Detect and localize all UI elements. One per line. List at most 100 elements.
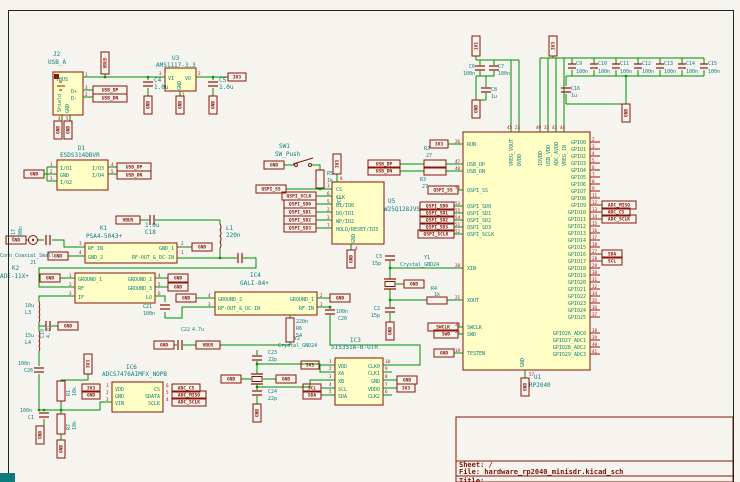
pin-number: 38: [592, 328, 598, 333]
net-label-usb_dn[interactable]: [116, 170, 152, 180]
net-label-gnd[interactable]: [621, 103, 631, 123]
net-label-gnd[interactable]: [63, 120, 73, 140]
net-label-adc_miso[interactable]: [171, 390, 207, 400]
component-adc-adcs7476[interactable]: [111, 381, 164, 413]
net-label-qspi_sclk[interactable]: [417, 229, 455, 239]
resistor[interactable]: [426, 296, 448, 305]
pin-number: 18: [592, 242, 598, 247]
net-label-gnd[interactable]: [433, 348, 455, 358]
net-label-gnd[interactable]: [47, 251, 69, 261]
net-label-3v3[interactable]: [227, 72, 247, 82]
component-flash-w25q128[interactable]: [331, 181, 385, 245]
capacitor-value: 100n: [620, 69, 632, 75]
net-label-text: SWD: [442, 332, 451, 338]
net-label-usb_dp[interactable]: [367, 159, 401, 169]
net-label-gnd[interactable]: [153, 340, 175, 350]
net-label-qspi_sd1[interactable]: [419, 208, 455, 218]
net-label-3v3[interactable]: [396, 383, 416, 393]
schematic-text: VDD: [115, 387, 124, 393]
resistor[interactable]: [285, 317, 295, 343]
net-label-adc_miso[interactable]: [601, 200, 637, 210]
net-label-text: GND: [349, 255, 355, 264]
net-label-gnd[interactable]: [346, 249, 356, 269]
net-label-gnd[interactable]: [191, 242, 213, 252]
net-label-gnd[interactable]: [220, 374, 242, 384]
net-label-adc_sclk[interactable]: [601, 214, 637, 224]
net-label-qspi_sd3[interactable]: [283, 223, 317, 233]
component-amp-gali-84[interactable]: [214, 291, 318, 316]
coax-connector[interactable]: [28, 235, 38, 245]
net-label-gnd[interactable]: [175, 293, 197, 303]
net-label-gnd[interactable]: [35, 425, 45, 445]
net-label-gnd[interactable]: [385, 321, 395, 341]
component-esd-array[interactable]: [56, 159, 109, 191]
resistor[interactable]: [56, 380, 66, 402]
net-label-gnd[interactable]: [208, 95, 218, 115]
net-label-gnd[interactable]: [5, 235, 27, 245]
net-label-3v3[interactable]: [332, 153, 342, 175]
net-label-gnd[interactable]: [263, 160, 285, 170]
net-label-vbus[interactable]: [115, 215, 141, 225]
switch[interactable]: [308, 163, 312, 167]
inductor[interactable]: [38, 330, 41, 352]
net-label-sda[interactable]: [302, 390, 322, 400]
net-label-qspi_sd3[interactable]: [419, 222, 455, 232]
net-label-qspi_ss[interactable]: [255, 184, 287, 194]
net-label-gnd[interactable]: [39, 273, 61, 283]
net-label-gnd[interactable]: [23, 169, 45, 179]
net-label-gnd[interactable]: [81, 390, 101, 400]
net-label-gnd[interactable]: [520, 377, 530, 397]
net-label-gnd[interactable]: [56, 439, 66, 459]
net-label-sda[interactable]: [601, 249, 623, 259]
component-lna-psa4-5043[interactable]: [84, 242, 178, 264]
net-label-adc_cs[interactable]: [601, 207, 631, 217]
net-label-gnd[interactable]: [143, 95, 153, 115]
schematic-text: CS: [154, 387, 160, 393]
net-label-3v3[interactable]: [429, 139, 449, 149]
net-label-usb_dn[interactable]: [92, 93, 128, 103]
net-label-adc_cs[interactable]: [171, 383, 201, 393]
net-label-3v3[interactable]: [300, 360, 320, 370]
net-label-adc_sclk[interactable]: [171, 397, 207, 407]
net-label-gnd[interactable]: [167, 273, 189, 283]
component-usb-a-connector[interactable]: [52, 71, 84, 116]
net-label-text: QSPI_SD3: [426, 225, 448, 231]
resistor[interactable]: [423, 159, 447, 168]
schematic-text: GROUND_1: [78, 277, 102, 283]
net-label-gnd[interactable]: [329, 293, 351, 303]
net-label-vbus[interactable]: [195, 340, 221, 350]
net-label-qspi_sd2[interactable]: [419, 215, 455, 225]
net-label-swd[interactable]: [433, 329, 459, 339]
component-clockgen-si5351[interactable]: [334, 357, 384, 406]
net-label-usb_dn[interactable]: [367, 166, 401, 176]
schematic-text: GND: [177, 81, 183, 90]
net-label-gnd[interactable]: [252, 403, 262, 423]
net-label-gnd[interactable]: [57, 321, 79, 331]
component-mixer-ade-11x[interactable]: [74, 272, 156, 304]
inductor[interactable]: [219, 223, 222, 249]
net-label-gnd[interactable]: [471, 99, 481, 119]
net-label-swclk[interactable]: [427, 322, 459, 332]
crystal[interactable]: [251, 376, 263, 382]
resistor[interactable]: [56, 413, 66, 435]
inductor[interactable]: [38, 301, 41, 323]
net-label-gnd[interactable]: [167, 282, 189, 292]
net-label-gnd[interactable]: [175, 95, 185, 115]
net-label-qspi_sd0[interactable]: [419, 201, 455, 211]
net-label-scl[interactable]: [302, 383, 322, 393]
net-label-3v3[interactable]: [548, 35, 558, 57]
net-label-3v3[interactable]: [81, 383, 101, 393]
schematic-text: C19: [40, 329, 46, 338]
net-label-gnd[interactable]: [53, 120, 63, 140]
component-mcu-rp2040[interactable]: [462, 131, 591, 371]
net-label-gnd[interactable]: [403, 279, 425, 289]
net-label-vbus[interactable]: [100, 51, 110, 75]
net-label-gnd[interactable]: [275, 374, 297, 384]
resistor[interactable]: [423, 167, 447, 176]
net-label-1v1[interactable]: [471, 35, 481, 57]
net-label-scl[interactable]: [601, 256, 623, 266]
net-label-qspi_ss[interactable]: [427, 185, 459, 195]
net-label-3v3[interactable]: [83, 353, 93, 375]
crystal[interactable]: [384, 281, 396, 287]
